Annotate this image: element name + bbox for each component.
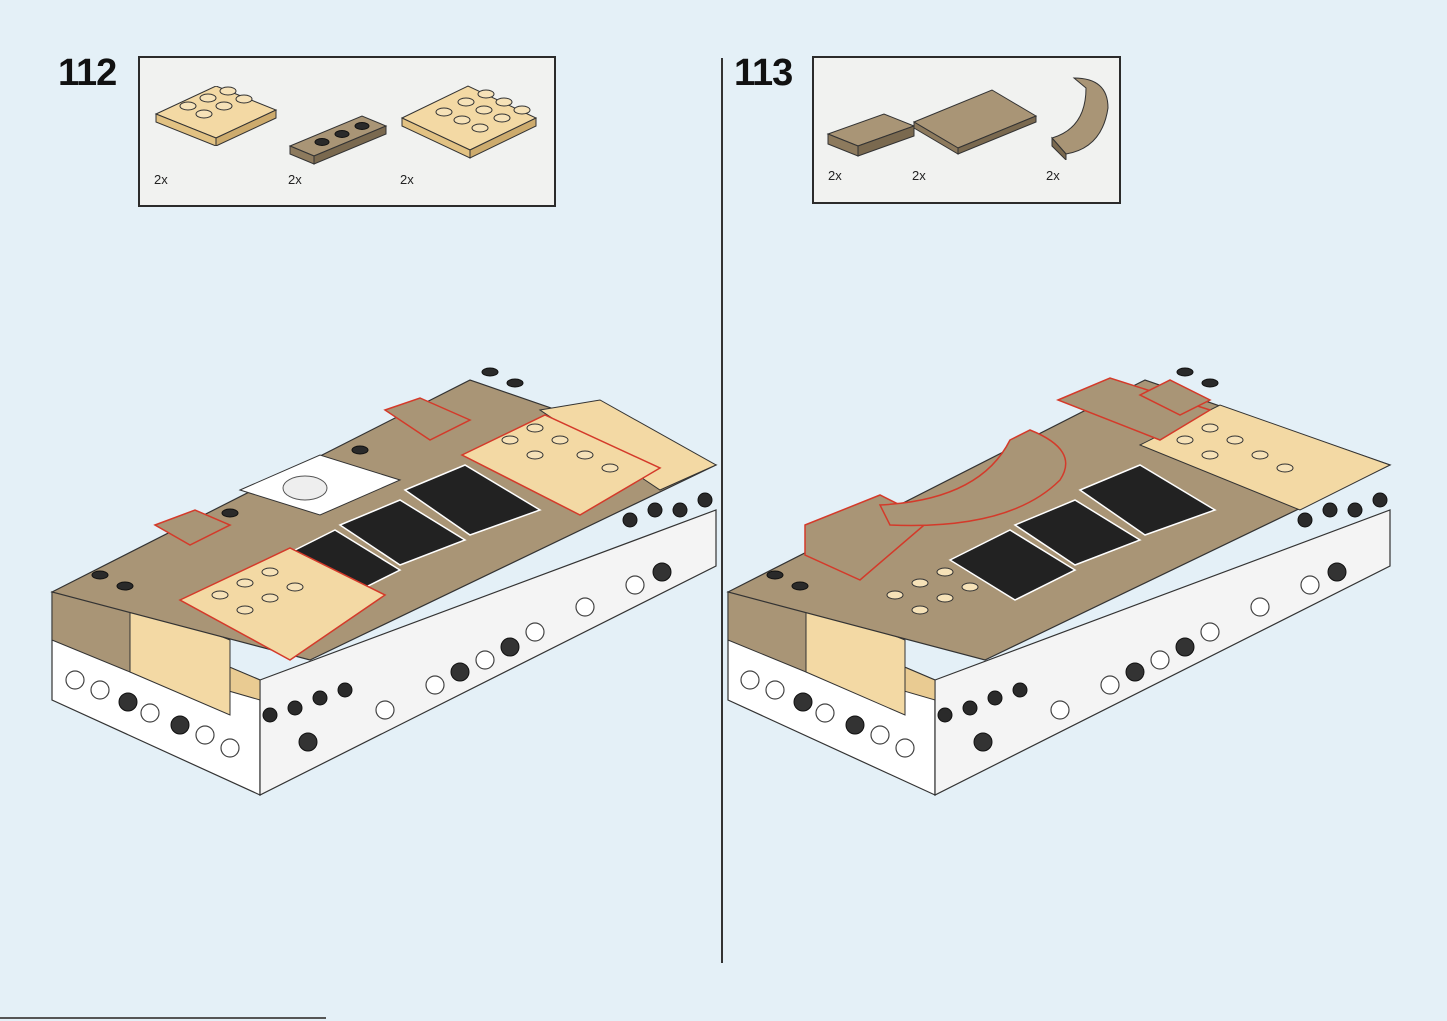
tan-right-block [1140,405,1390,510]
part-qty: 2x [1046,168,1060,183]
model-assembly-112 [0,0,722,1021]
tan-side-wall [728,592,935,715]
top-deck [728,380,1390,660]
grille-tiles [950,465,1215,600]
new-dark-tan-tiles [805,378,1210,580]
part-qty: 2x [828,168,842,183]
step-number-113: 113 [734,52,792,95]
part-dark-tan-curved-tile [1042,68,1112,160]
parts-callout-113: 2x 2x 2x [812,56,1121,204]
part-qty: 2x [912,168,926,183]
technic-holes-dark [794,563,1346,751]
technic-holes [741,576,1319,757]
part-dark-tan-tile-1x2 [824,110,918,162]
step-divider [721,58,723,963]
white-base [728,510,1390,795]
part-dark-tan-tile-2x3 [910,86,1042,156]
round-tile [283,476,327,500]
studs [767,368,1387,722]
tan-studs [887,424,1293,614]
footer-rule [0,1017,326,1019]
